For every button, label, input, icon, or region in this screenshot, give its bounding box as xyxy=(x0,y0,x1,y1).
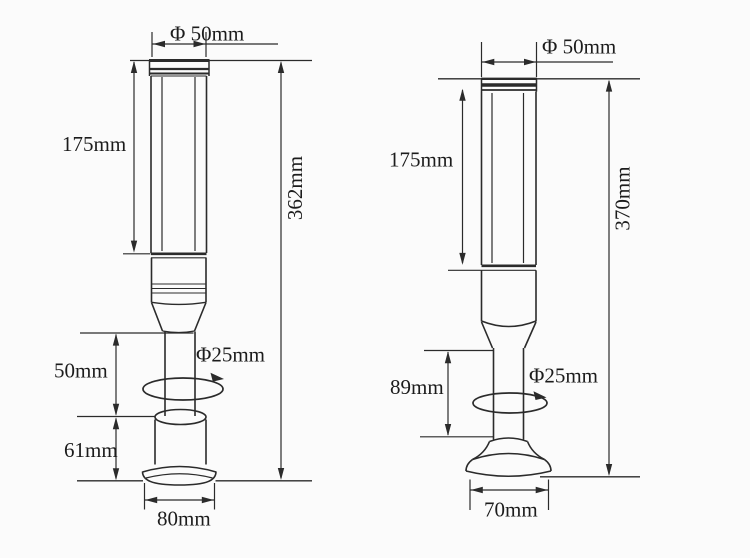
left-lens-height-label: 175mm xyxy=(62,132,126,156)
right-base-rim-arc xyxy=(472,452,545,461)
arrowhead xyxy=(112,468,120,481)
left-base-height-label: 61mm xyxy=(64,438,118,462)
arrowhead xyxy=(201,496,214,504)
right-pole-length-dimension: 89mm xyxy=(390,349,493,438)
right-cone-side xyxy=(523,321,537,349)
arrowhead xyxy=(130,240,138,253)
left-pole-length-dimension: 50mm xyxy=(54,332,194,418)
arrowhead xyxy=(524,58,536,66)
left-housing-bottom-edge xyxy=(151,301,207,306)
left-lens-height-dimension: 175mm xyxy=(62,61,151,255)
right-base-collar-arc xyxy=(489,437,528,443)
arrowhead xyxy=(153,40,165,48)
left-flange-bottom xyxy=(141,471,217,486)
right-total-height-label: 370mm xyxy=(610,166,634,230)
left-cap-diameter-label: Φ 50mm xyxy=(170,22,244,46)
left-cap-diameter-dimension: Φ 50mm xyxy=(151,22,278,57)
left-flange-top-arc xyxy=(142,465,217,473)
right-housing-bowl-arc xyxy=(481,320,537,328)
right-rotation-indicator xyxy=(472,391,548,414)
rotation-ellipse xyxy=(142,377,224,401)
arrowhead xyxy=(112,333,120,346)
rotation-ellipse xyxy=(472,392,548,414)
rotation-arrowhead xyxy=(533,391,547,400)
right-cap-diameter-label: Φ 50mm xyxy=(542,35,616,59)
arrowhead xyxy=(605,464,613,476)
arrowhead xyxy=(277,468,285,480)
arrowhead xyxy=(277,61,285,73)
right-base-dome-side xyxy=(544,458,552,472)
arrowhead xyxy=(112,403,120,416)
arrowhead xyxy=(112,417,120,430)
left-pole-length-label: 50mm xyxy=(54,359,108,383)
right-cone-side xyxy=(480,321,494,349)
rotation-arrowhead xyxy=(210,372,224,382)
left-base-top-ellipse xyxy=(154,408,207,426)
right-pole-diameter-label: Φ25mm xyxy=(529,364,598,388)
left-cone-side xyxy=(150,302,164,332)
left-total-height-dimension: 362mm xyxy=(277,61,307,480)
right-pole-length-label: 89mm xyxy=(390,375,444,399)
left-cone-bottom-edge xyxy=(162,330,195,334)
right-lens-height-dimension: 175mm xyxy=(389,88,466,265)
arrowhead xyxy=(535,486,548,494)
left-lamp-outline xyxy=(77,59,312,486)
left-base-diameter-dimension: 80mm xyxy=(143,483,216,531)
arrowhead xyxy=(482,58,495,66)
right-cap-diameter-dimension: Φ 50mm xyxy=(480,35,616,77)
left-base-height-dimension: 61mm xyxy=(64,417,120,481)
left-pole-diameter-label: Φ25mm xyxy=(196,343,265,367)
right-base-bottom-arc xyxy=(465,470,552,478)
left-flange-mid-arc xyxy=(145,473,213,479)
arrowhead xyxy=(459,88,466,101)
arrowhead xyxy=(145,496,158,504)
arrowhead xyxy=(605,79,613,92)
left-cone-side xyxy=(193,302,207,332)
left-total-height-label: 362mm xyxy=(283,156,307,220)
right-total-height-dimension: 370mm xyxy=(605,79,634,476)
arrowhead xyxy=(444,424,452,436)
left-rotation-indicator xyxy=(142,372,224,401)
arrowhead xyxy=(193,40,206,48)
right-base-diameter-dimension: 70mm xyxy=(469,479,550,522)
arrowhead xyxy=(459,252,466,265)
right-base-dome-side xyxy=(465,458,473,472)
arrowhead xyxy=(470,486,483,494)
right-lens-height-label: 175mm xyxy=(389,148,453,172)
right-base-diameter-label: 70mm xyxy=(484,498,538,522)
right-lamp-outline xyxy=(438,77,640,478)
left-base-diameter-label: 80mm xyxy=(157,507,211,531)
arrowhead xyxy=(130,61,138,73)
arrowhead xyxy=(444,351,452,364)
